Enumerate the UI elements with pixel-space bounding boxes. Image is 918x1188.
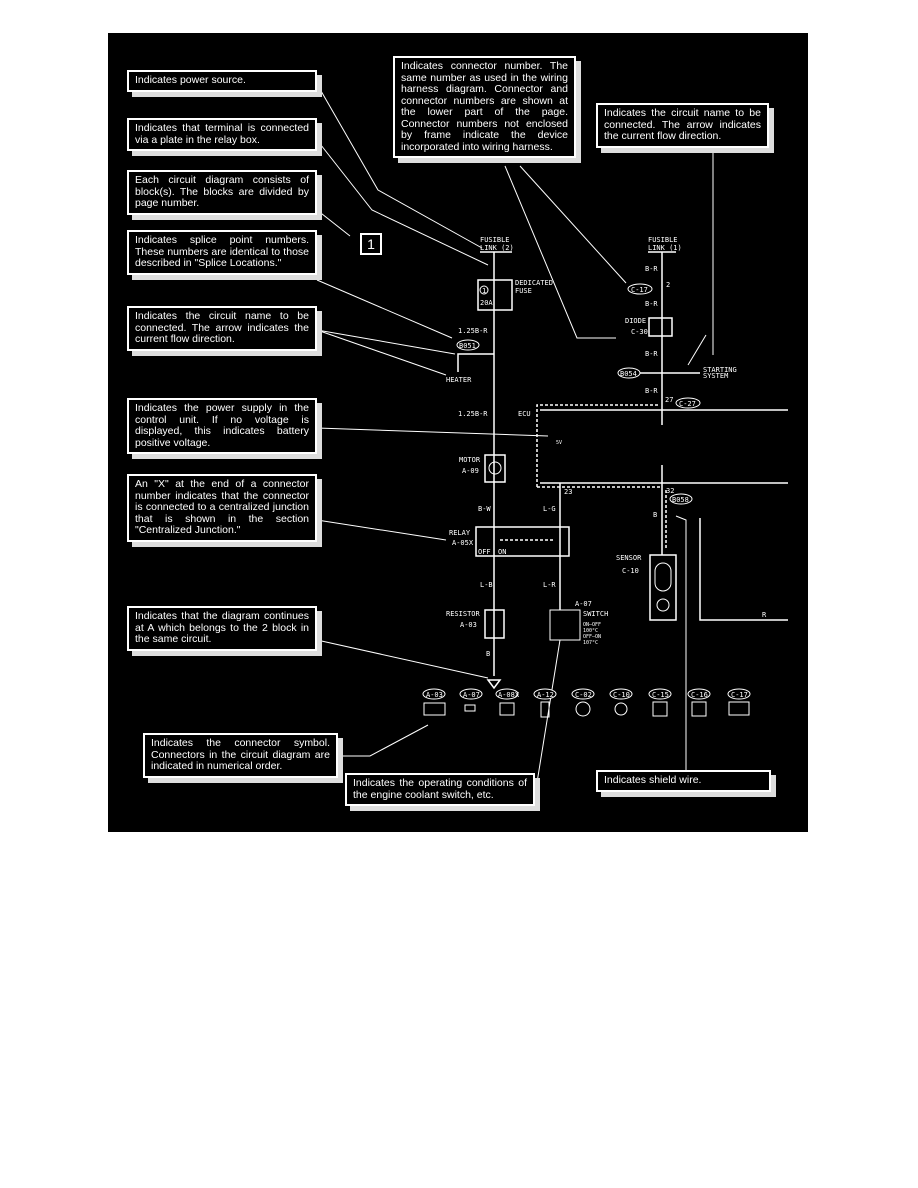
label: ECU xyxy=(518,410,531,418)
connector-symbol xyxy=(540,701,550,718)
label: C-30 xyxy=(631,328,648,336)
label: 20A xyxy=(480,299,493,307)
connector-label: A-12 xyxy=(537,691,554,699)
label: B xyxy=(486,650,490,658)
label: L-B xyxy=(480,581,493,589)
connector-label: C-10 xyxy=(613,691,630,699)
label: 1 xyxy=(482,287,486,295)
connector-symbol xyxy=(652,701,668,717)
label: LINK (1) xyxy=(648,244,682,252)
label: 100°C xyxy=(583,628,598,634)
label: SWITCH xyxy=(583,610,608,618)
label: B051 xyxy=(459,342,476,350)
label: 1.25B-R xyxy=(458,410,488,418)
label: 2 xyxy=(666,281,670,289)
label: MOTOR xyxy=(459,456,481,464)
label: ON—OFF xyxy=(583,622,601,628)
label: LINK (2) xyxy=(480,244,514,252)
label: C-27 xyxy=(679,400,696,408)
connector-label: A-03 xyxy=(426,691,443,699)
callout-power-supply: Indicates the power supply in the contro… xyxy=(127,398,317,454)
label: C-17 xyxy=(631,286,648,294)
label: SENSOR xyxy=(616,554,642,562)
label: RESISTOR xyxy=(446,610,481,618)
label: A-03 xyxy=(460,621,477,629)
connector-label: A-07 xyxy=(463,691,480,699)
label: R xyxy=(762,611,767,619)
connector-symbol xyxy=(499,702,515,716)
label: OFF xyxy=(478,548,491,556)
label: A-09 xyxy=(462,467,479,475)
connector-symbols: A-03 A-07 A-08X A-12 C-02 C-10 C-15 C-16… xyxy=(422,688,751,718)
label: B-R xyxy=(645,265,658,273)
label: FUSIBLE xyxy=(648,236,678,244)
label: HEATER xyxy=(446,376,472,384)
callout-circuit-name-right: Indicates the circuit name to be connect… xyxy=(596,103,769,148)
callout-power-source: Indicates power source. xyxy=(127,70,317,92)
label: 107°C xyxy=(583,640,598,646)
label: B054 xyxy=(620,370,637,378)
connector-label: C-15 xyxy=(652,691,669,699)
connector-label: C-02 xyxy=(575,691,592,699)
label: SYSTEM xyxy=(703,372,728,380)
label: 23 xyxy=(564,488,572,496)
connector-symbol xyxy=(728,701,750,716)
label: B-W xyxy=(478,505,491,513)
label: 32 xyxy=(666,487,674,495)
connector-symbol xyxy=(464,704,476,712)
label: RELAY xyxy=(449,529,471,537)
callout-shield-wire: Indicates shield wire. xyxy=(596,770,771,792)
connector-symbol xyxy=(575,701,591,717)
callout-continues: Indicates that the diagram continues at … xyxy=(127,606,317,651)
connector-symbol xyxy=(614,702,628,716)
connector-label: C-16 xyxy=(691,691,708,699)
label: B-R xyxy=(645,300,658,308)
callout-circuit-name-left: Indicates the circuit name to be connect… xyxy=(127,306,317,351)
callout-operating-conditions: Indicates the operating conditions of th… xyxy=(345,773,535,806)
callout-relay-plate: Indicates that terminal is connected via… xyxy=(127,118,317,151)
leader-lines xyxy=(316,83,714,796)
label: OFF—ON xyxy=(583,634,601,640)
label: A-07 xyxy=(575,600,592,608)
label: FUSIBLE xyxy=(480,236,510,244)
label: DIODE xyxy=(625,317,646,325)
callout-blocks: Each circuit diagram consists of block(s… xyxy=(127,170,317,215)
label: L-G xyxy=(543,505,556,513)
label: B-R xyxy=(645,350,658,358)
label: A-05X xyxy=(452,539,474,547)
label: FUSE xyxy=(515,287,532,295)
diagram-labels: FUSIBLE LINK (2) DEDICATED FUSE 1 20A 1.… xyxy=(446,236,767,658)
label: ON xyxy=(498,548,506,556)
callout-connector-symbol: Indicates the connector symbol. Connecto… xyxy=(143,733,338,778)
connector-label: C-17 xyxy=(731,691,748,699)
label: 27 xyxy=(665,396,673,404)
label: 5V xyxy=(556,440,562,446)
label: DEDICATED xyxy=(515,279,553,287)
block-number: 1 xyxy=(360,233,382,255)
callout-splice: Indicates splice point numbers. These nu… xyxy=(127,230,317,275)
callout-x-connector: An "X" at the end of a connector number … xyxy=(127,474,317,542)
connector-symbol xyxy=(691,701,707,717)
connector-label: A-08X xyxy=(498,691,520,699)
label: B-R xyxy=(645,387,658,395)
label: B xyxy=(653,511,657,519)
label: 1.25B-R xyxy=(458,327,488,335)
callout-connector-number: Indicates connector number. The same num… xyxy=(393,56,576,158)
label: STARTING xyxy=(703,366,737,374)
label: B058 xyxy=(672,496,689,504)
label: L-R xyxy=(543,581,556,589)
label: C-10 xyxy=(622,567,639,575)
right-circuit xyxy=(536,251,788,621)
left-circuit xyxy=(457,251,581,690)
connector-symbol xyxy=(423,702,446,716)
